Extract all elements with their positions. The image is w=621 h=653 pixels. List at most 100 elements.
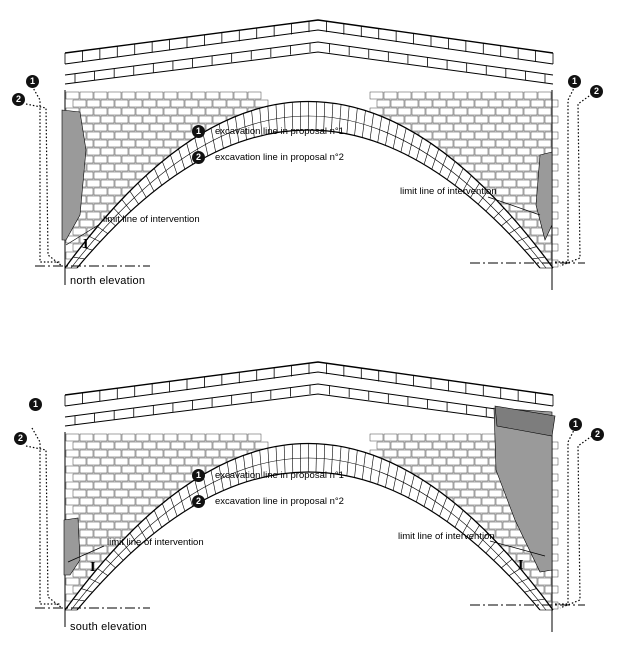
north-masonry-block xyxy=(488,99,503,108)
north-marker-1-right: 1 xyxy=(568,75,581,88)
north-arch-middle xyxy=(70,115,547,269)
north-masonry-block xyxy=(418,115,433,124)
north-masonry-block xyxy=(383,91,398,100)
south-masonry-block xyxy=(446,441,461,450)
south-masonry-block xyxy=(93,481,108,490)
south-voussoir-joint xyxy=(470,524,480,540)
north-masonry-block xyxy=(86,99,101,108)
north-parapet-line xyxy=(64,51,554,85)
north-masonry-block xyxy=(404,99,419,108)
north-masonry-block xyxy=(495,91,510,100)
north-masonry-block xyxy=(177,123,192,132)
south-masonry-block xyxy=(432,473,447,482)
north-excavation-line-1-right xyxy=(555,85,576,263)
north-masonry-block xyxy=(460,147,475,156)
north-masonry-block xyxy=(93,203,108,212)
north-elevation-title: north elevation xyxy=(70,275,146,287)
north-masonry-block xyxy=(481,171,496,180)
north-masonry-block xyxy=(495,187,510,196)
north-masonry-block xyxy=(509,171,524,180)
south-voussoir-joint xyxy=(501,558,513,569)
south-masonry-block xyxy=(93,433,108,442)
south-voussoir-joint xyxy=(439,496,448,517)
south-legend-text-1: excavation line in proposal n°1 xyxy=(215,470,344,481)
south-masonry-block xyxy=(184,457,199,466)
south-masonry-block xyxy=(100,473,115,482)
south-elevation-drawing xyxy=(25,361,593,642)
north-voussoir-joint xyxy=(485,199,497,212)
south-masonry-block xyxy=(163,449,178,458)
north-masonry-block xyxy=(516,195,531,204)
north-masonry-block xyxy=(516,211,531,220)
south-masonry-block xyxy=(86,521,101,530)
north-masonry-block xyxy=(114,115,129,124)
south-masonry-block xyxy=(86,505,101,514)
south-masonry-block xyxy=(425,433,440,442)
south-masonry-block xyxy=(425,465,440,474)
north-masonry-block xyxy=(467,107,482,116)
north-masonry-block xyxy=(376,99,391,108)
south-masonry-block xyxy=(184,441,199,450)
south-masonry-block xyxy=(205,449,220,458)
south-masonry-block xyxy=(72,505,87,514)
north-masonry-block xyxy=(537,107,552,116)
south-masonry-block xyxy=(530,569,545,578)
north-masonry-block xyxy=(516,99,531,108)
south-arch-intrados xyxy=(64,443,554,611)
north-masonry-block xyxy=(425,107,440,116)
south-masonry-block xyxy=(72,473,87,482)
south-voussoir-joint xyxy=(532,598,545,602)
south-masonry-block xyxy=(163,481,178,490)
north-masonry-block xyxy=(205,107,220,116)
south-masonry-block xyxy=(219,449,234,458)
north-masonry-block xyxy=(170,131,185,140)
south-damaged-zone-right xyxy=(493,407,553,573)
north-masonry-block xyxy=(163,107,178,116)
north-masonry-block xyxy=(100,147,115,156)
north-masonry-block xyxy=(446,131,461,140)
north-masonry-block xyxy=(502,179,517,188)
north-masonry-block xyxy=(79,203,94,212)
south-masonry-block xyxy=(495,529,510,538)
south-masonry-block xyxy=(65,449,80,458)
south-masonry-block xyxy=(86,553,101,562)
south-masonry-block xyxy=(121,481,136,490)
north-masonry-block xyxy=(247,91,262,100)
north-masonry-block xyxy=(142,115,157,124)
south-masonry-block xyxy=(467,497,482,506)
north-masonry-block xyxy=(114,147,129,156)
south-masonry-block xyxy=(446,489,461,498)
north-masonry-block xyxy=(93,187,108,196)
south-masonry-block xyxy=(418,457,433,466)
south-masonry-block xyxy=(149,497,164,506)
north-masonry-block xyxy=(156,115,171,124)
south-masonry-block xyxy=(86,457,101,466)
south-masonry-block xyxy=(191,433,206,442)
north-masonry-block xyxy=(128,147,143,156)
south-voussoir-joint xyxy=(462,517,472,534)
north-masonry-block xyxy=(198,99,213,108)
north-masonry-block xyxy=(502,131,517,140)
north-masonry-block xyxy=(254,99,269,108)
south-masonry-block xyxy=(467,433,482,442)
south-masonry-block xyxy=(453,433,468,442)
north-legend-marker-2: 2 xyxy=(192,151,205,164)
south-masonry-block xyxy=(114,441,129,450)
south-voussoir-joint xyxy=(446,503,456,522)
south-masonry-block xyxy=(240,441,255,450)
north-masonry-block xyxy=(460,99,475,108)
north-masonry-block xyxy=(509,123,524,132)
south-masonry-block xyxy=(79,449,94,458)
north-limit-label-right: limit line of intervention xyxy=(400,186,497,197)
south-masonry-block xyxy=(411,449,426,458)
south-masonry-block xyxy=(198,457,213,466)
north-masonry-block xyxy=(411,91,426,100)
north-masonry-block xyxy=(142,131,157,140)
north-masonry-block xyxy=(467,91,482,100)
north-masonry-block xyxy=(474,163,489,172)
north-masonry-block xyxy=(163,123,178,132)
south-marker-2-right: 2 xyxy=(591,428,604,441)
south-masonry-block xyxy=(474,441,489,450)
north-masonry-block xyxy=(93,155,108,164)
